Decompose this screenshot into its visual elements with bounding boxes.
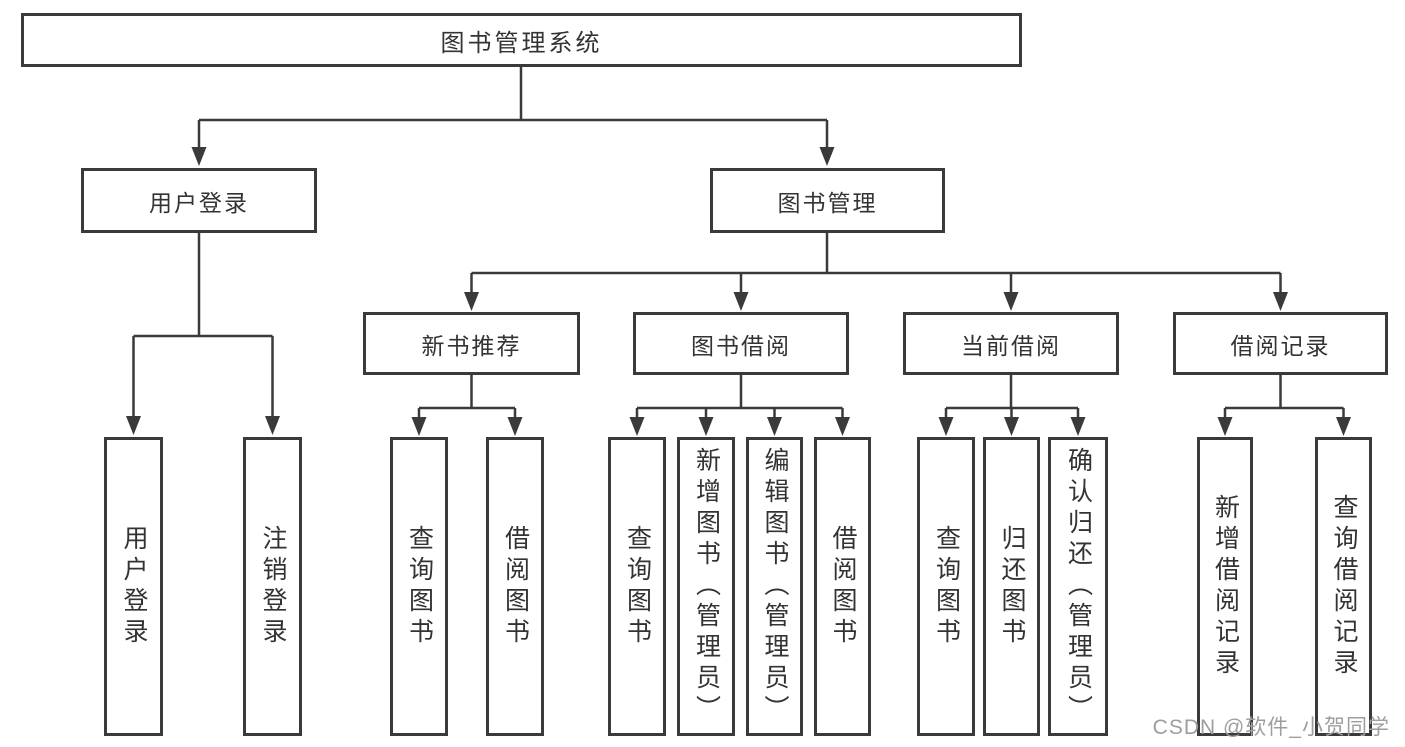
arrowheads: [126, 147, 1351, 436]
leaf-borrow-add-books-admin: 新增图书（管理员）: [677, 437, 735, 736]
leaf-user-login: 用户登录: [104, 437, 163, 736]
node-label: 借阅图书: [829, 524, 857, 649]
arrowhead: [1217, 417, 1233, 436]
leaf-logout: 注销登录: [243, 437, 302, 736]
arrowhead: [1003, 292, 1019, 311]
node-label: 确认归还（管理员）: [1064, 447, 1093, 726]
node-label: 查询图书: [623, 524, 652, 649]
arrowhead: [411, 417, 427, 436]
leaf-records-query-borrow-record: 查询借阅记录: [1315, 437, 1372, 736]
arrowhead: [126, 416, 141, 435]
node-book-borrow: 图书借阅: [633, 312, 849, 375]
arrowhead: [629, 417, 645, 436]
arrowhead: [265, 416, 280, 435]
arrowhead: [835, 417, 850, 436]
csdn-watermark: CSDN @软件_小贺同学: [1152, 716, 1390, 739]
node-label: 归还图书: [998, 524, 1026, 649]
node-borrow-records: 借阅记录: [1173, 312, 1388, 375]
node-label: 新增图书（管理员）: [692, 447, 721, 726]
arrowhead: [1273, 292, 1288, 311]
node-book-management-system: 图书管理系统: [21, 13, 1022, 67]
node-current-borrow: 当前借阅: [903, 312, 1119, 375]
node-label: 查询图书: [932, 524, 961, 649]
leaf-current-query-books: 查询图书: [917, 437, 975, 736]
node-label: 图书管理: [777, 189, 878, 216]
node-label: 用户登录: [149, 189, 249, 216]
arrowhead: [698, 417, 714, 436]
arrowhead: [1070, 417, 1086, 436]
connector-bookborrow-split: [635, 375, 844, 419]
arrowhead: [819, 147, 835, 166]
leaf-current-return-books: 归还图书: [983, 437, 1040, 736]
node-label: 图书借阅: [691, 332, 791, 359]
connector-borrowrecords-split: [1223, 375, 1345, 419]
node-label: 借阅图书: [501, 524, 530, 649]
leaf-borrow-edit-books-admin: 编辑图书（管理员）: [746, 437, 803, 736]
leaf-records-add-borrow-record: 新增借阅记录: [1197, 437, 1253, 736]
arrowhead: [733, 292, 749, 311]
arrowhead: [1004, 417, 1019, 436]
leaf-recommend-borrow-books: 借阅图书: [486, 437, 544, 736]
arrowhead: [767, 417, 782, 436]
arrowhead: [938, 417, 954, 436]
node-label: 注销登录: [259, 524, 287, 649]
leaf-borrow-borrow-books: 借阅图书: [814, 437, 871, 736]
arrowhead: [191, 147, 207, 166]
node-label: 借阅记录: [1230, 332, 1331, 359]
arrowhead: [507, 417, 523, 436]
arrowhead: [1336, 417, 1351, 436]
node-label: 新增借阅记录: [1211, 493, 1240, 680]
connector-newbookrec-split: [417, 375, 517, 419]
connector-currentborrow-split: [944, 375, 1080, 419]
arrowhead: [464, 292, 479, 311]
leaf-recommend-query-books: 查询图书: [390, 437, 448, 736]
node-new-book-recommend: 新书推荐: [363, 312, 580, 375]
node-label: 查询图书: [405, 524, 434, 649]
connector-root-split: [197, 67, 829, 149]
leaf-borrow-query-books: 查询图书: [608, 437, 666, 736]
node-label: 新书推荐: [421, 332, 522, 359]
leaf-current-confirm-return-admin: 确认归还（管理员）: [1048, 437, 1108, 736]
node-user-login-group: 用户登录: [81, 168, 317, 233]
node-label: 查询借阅记录: [1330, 493, 1358, 680]
node-label: 图书管理系统: [440, 29, 603, 57]
node-label: 用户登录: [120, 524, 148, 649]
node-book-management: 图书管理: [710, 168, 945, 233]
node-label: 当前借阅: [961, 332, 1061, 359]
node-label: 编辑图书（管理员）: [761, 447, 789, 726]
connector-bookmgmt-split: [470, 233, 1282, 294]
connector-userlogin-split: [132, 233, 274, 418]
